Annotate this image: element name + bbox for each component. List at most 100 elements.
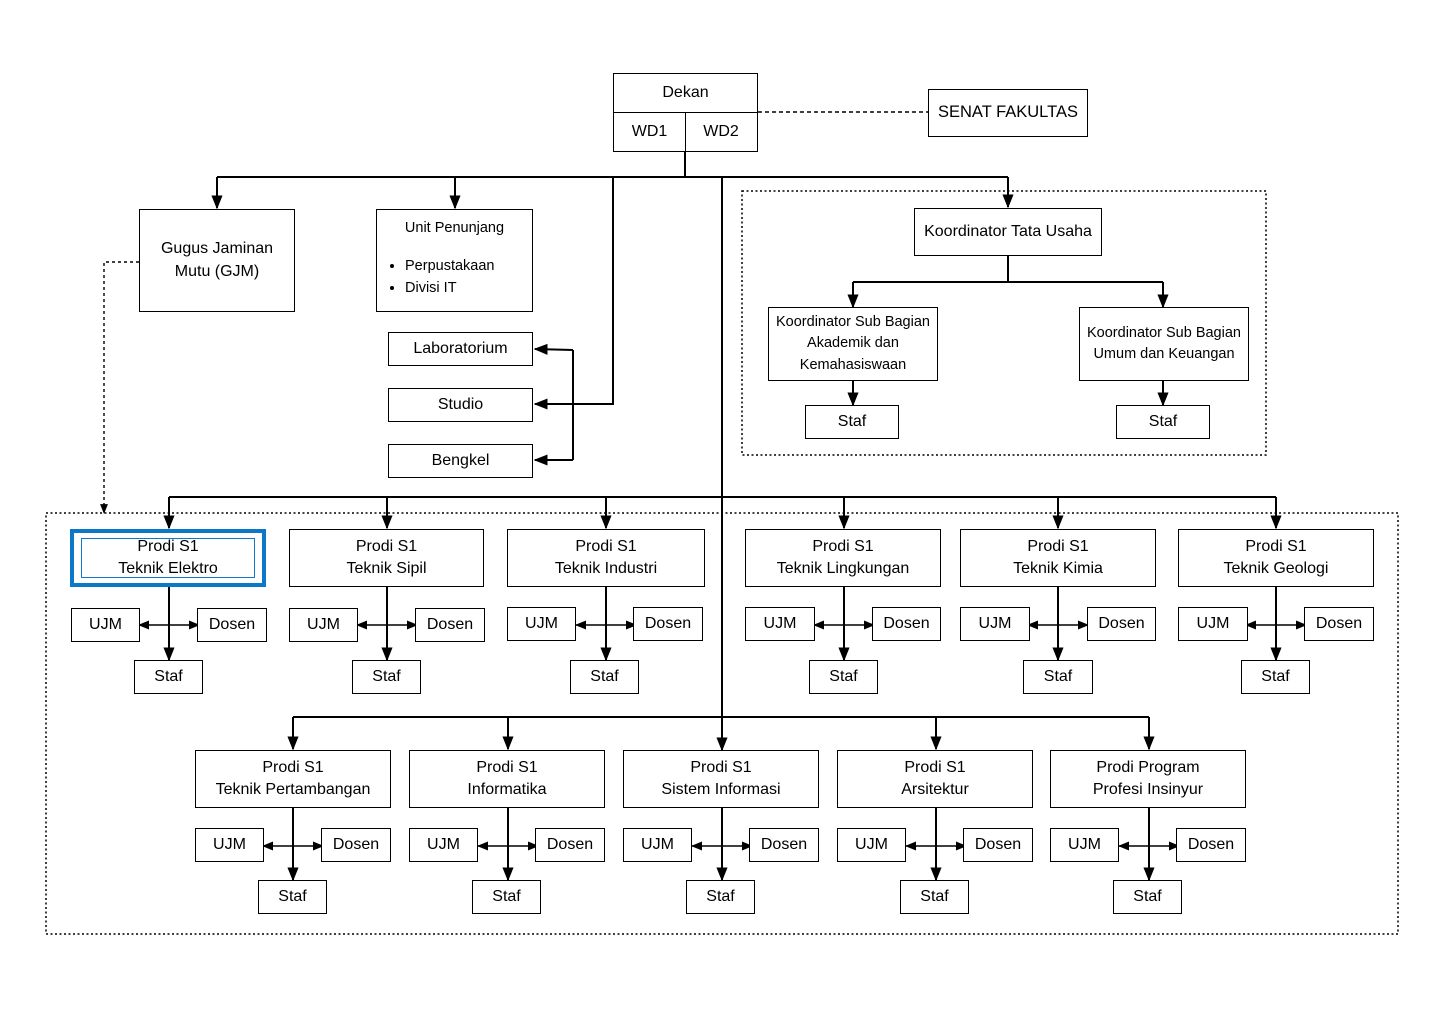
ujm-label: UJM bbox=[89, 615, 122, 633]
ujm-label: UJM bbox=[978, 614, 1012, 632]
prodi-line2: Teknik Geologi bbox=[1223, 560, 1329, 577]
wd2-label: WD2 bbox=[703, 123, 739, 140]
dosen-box: Dosen bbox=[1304, 607, 1374, 641]
ujm-label: UJM bbox=[307, 615, 340, 633]
dosen-label: Dosen bbox=[208, 615, 256, 633]
dosen-box: Dosen bbox=[633, 607, 703, 641]
sub-bagian-umum-box: Koordinator Sub Bagian Umum dan Keuangan bbox=[1079, 307, 1249, 381]
prodi-arsitektur-box: Prodi S1 Arsitektur bbox=[837, 750, 1033, 808]
gjm-line2: Mutu (GJM) bbox=[174, 262, 260, 280]
staf-box: Staf bbox=[1023, 660, 1093, 694]
prodi-teknik-elektro-box: Prodi S1 Teknik Elektro bbox=[70, 529, 266, 587]
bengkel-box: Bengkel bbox=[388, 444, 533, 478]
dosen-label: Dosen bbox=[644, 614, 692, 632]
staf-box: Staf bbox=[1113, 880, 1182, 914]
studio-box: Studio bbox=[388, 388, 533, 422]
sub-bagian-umum-line: Koordinator Sub Bagian bbox=[1087, 324, 1241, 341]
prodi-line2: Teknik Sipil bbox=[346, 560, 427, 577]
staf-box: Staf bbox=[686, 880, 755, 914]
prodi-line1: Prodi S1 bbox=[1027, 537, 1089, 555]
ujm-box: UJM bbox=[745, 607, 815, 641]
staf-box: Staf bbox=[258, 880, 327, 914]
dosen-box: Dosen bbox=[1087, 607, 1156, 641]
facilities-link bbox=[533, 177, 614, 410]
ujm-label: UJM bbox=[213, 835, 246, 853]
prodi-teknik-pertambangan-box: Prodi S1 Teknik Pertambangan bbox=[195, 750, 391, 808]
ujm-box: UJM bbox=[507, 607, 576, 641]
sub-bagian-akademik-line: Kemahasiswaan bbox=[799, 356, 907, 373]
unit-penunjang-title: Unit Penunjang bbox=[404, 220, 505, 236]
dosen-label: Dosen bbox=[883, 614, 930, 632]
staf-box: Staf bbox=[809, 660, 878, 694]
koordinator-tata-usaha-box: Koordinator Tata Usaha bbox=[914, 208, 1102, 256]
sub-bagian-akademik-line: Koordinator Sub Bagian bbox=[776, 314, 930, 331]
dosen-label: Dosen bbox=[1098, 614, 1145, 632]
gjm-link bbox=[100, 261, 139, 514]
ujm-box: UJM bbox=[409, 828, 478, 862]
studio-label: Studio bbox=[437, 395, 484, 413]
dekan-label: Dekan bbox=[614, 74, 757, 113]
ujm-label: UJM bbox=[525, 614, 558, 632]
staf-box: Staf bbox=[570, 660, 639, 694]
sub-bagian-umum-line: Umum dan Keuangan bbox=[1093, 346, 1235, 362]
dosen-box: Dosen bbox=[535, 828, 605, 862]
prodi-teknik-industri-box: Prodi S1 Teknik Industri bbox=[507, 529, 705, 587]
prodi-line2: Teknik Pertambangan bbox=[215, 781, 371, 798]
ujm-label: UJM bbox=[427, 835, 460, 853]
dosen-box: Dosen bbox=[321, 828, 391, 862]
staf-box: Staf bbox=[352, 660, 421, 694]
connector-line bbox=[533, 343, 574, 355]
prodi-line1: Prodi S1 bbox=[137, 537, 199, 555]
prodi-line2: Teknik Industri bbox=[554, 560, 658, 577]
dosen-box: Dosen bbox=[197, 608, 267, 642]
staf-label: Staf bbox=[920, 887, 949, 905]
gjm-box: Gugus Jaminan Mutu (GJM) bbox=[139, 209, 295, 312]
unit-penunjang-list: Perpustakaan Divisi IT bbox=[377, 255, 532, 300]
wd1-label: WD1 bbox=[614, 113, 686, 151]
ujm-label: UJM bbox=[1196, 614, 1230, 632]
staf-box: Staf bbox=[472, 880, 541, 914]
staf-label: Staf bbox=[1261, 667, 1290, 685]
ujm-label: UJM bbox=[1068, 835, 1101, 853]
gjm-line1: Gugus Jaminan bbox=[160, 240, 274, 258]
staf-umum-box: Staf bbox=[1116, 405, 1210, 439]
dosen-label: Dosen bbox=[426, 615, 474, 633]
staf-label: Staf bbox=[492, 887, 521, 905]
staf-box: Staf bbox=[1241, 660, 1310, 694]
laboratorium-label: Laboratorium bbox=[413, 339, 508, 357]
staf-label: Staf bbox=[278, 887, 307, 905]
unit-penunjang-item: Perpustakaan bbox=[405, 255, 532, 277]
staf-box: Staf bbox=[134, 660, 203, 694]
ujm-box: UJM bbox=[289, 608, 358, 642]
prodi-line1: Prodi S1 bbox=[262, 758, 324, 776]
prodi-highlight-frame: Prodi S1 Teknik Elektro bbox=[81, 538, 255, 578]
senat-fakultas-box: SENAT FAKULTAS bbox=[928, 89, 1088, 137]
prodi-line1: Prodi S1 bbox=[575, 537, 637, 555]
prodi-teknik-geologi-box: Prodi S1 Teknik Geologi bbox=[1178, 529, 1374, 587]
staf-label: Staf bbox=[372, 667, 401, 685]
ujm-box: UJM bbox=[1050, 828, 1119, 862]
dosen-label: Dosen bbox=[332, 835, 380, 853]
laboratorium-box: Laboratorium bbox=[388, 332, 533, 366]
ujm-box: UJM bbox=[1178, 607, 1248, 641]
staf-label: Staf bbox=[706, 887, 735, 905]
senat-fakultas-label: SENAT FAKULTAS bbox=[938, 103, 1078, 122]
dosen-box: Dosen bbox=[963, 828, 1033, 862]
staf-label: Staf bbox=[1043, 667, 1073, 685]
tata-usaha-group-frame bbox=[741, 190, 1267, 456]
dekan-box: Dekan WD1 WD2 bbox=[613, 73, 758, 152]
ujm-label: UJM bbox=[641, 835, 674, 853]
unit-penunjang-item: Divisi IT bbox=[405, 277, 532, 299]
dosen-box: Dosen bbox=[872, 607, 941, 641]
staf-label: Staf bbox=[1148, 412, 1178, 430]
prodi-profesi-insinyur-box: Prodi Program Profesi Insinyur bbox=[1050, 750, 1246, 808]
prodi-line2: Teknik Lingkungan bbox=[776, 560, 910, 577]
ujm-box: UJM bbox=[71, 608, 140, 642]
prodi-teknik-kimia-box: Prodi S1 Teknik Kimia bbox=[960, 529, 1156, 587]
prodi-sistem-informasi-box: Prodi S1 Sistem Informasi bbox=[623, 750, 819, 808]
prodi-line1: Prodi S1 bbox=[812, 537, 874, 555]
koordinator-tata-usaha-label: Koordinator Tata Usaha bbox=[924, 222, 1092, 240]
ujm-box: UJM bbox=[960, 607, 1030, 641]
prodi-line1: Prodi S1 bbox=[690, 758, 752, 776]
